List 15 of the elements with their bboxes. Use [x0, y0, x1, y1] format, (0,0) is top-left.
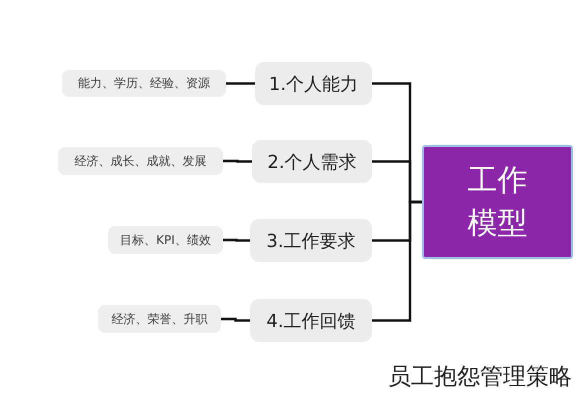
topic-box: 3.工作要求 — [250, 219, 372, 262]
connector-line — [226, 82, 255, 85]
topic-box: 4.工作回馈 — [250, 299, 372, 342]
central-topic-box: 工作模型 — [422, 145, 573, 259]
connector-line — [221, 318, 250, 322]
topic-box: 2.个人需求 — [252, 140, 372, 183]
connector-line — [223, 238, 250, 242]
connector-line — [223, 160, 252, 163]
attribute-tag: 能力、学历、经验、资源 — [62, 70, 226, 97]
attribute-tag: 经济、成长、成就、发展 — [58, 147, 223, 175]
attribute-tag: 经济、荣誉、升职 — [98, 305, 221, 333]
topic-box: 1.个人能力 — [255, 62, 372, 105]
connector-line — [372, 200, 422, 322]
attribute-tag: 目标、KPI、绩效 — [108, 226, 223, 254]
caption: 员工抱怨管理策略 — [388, 364, 572, 392]
